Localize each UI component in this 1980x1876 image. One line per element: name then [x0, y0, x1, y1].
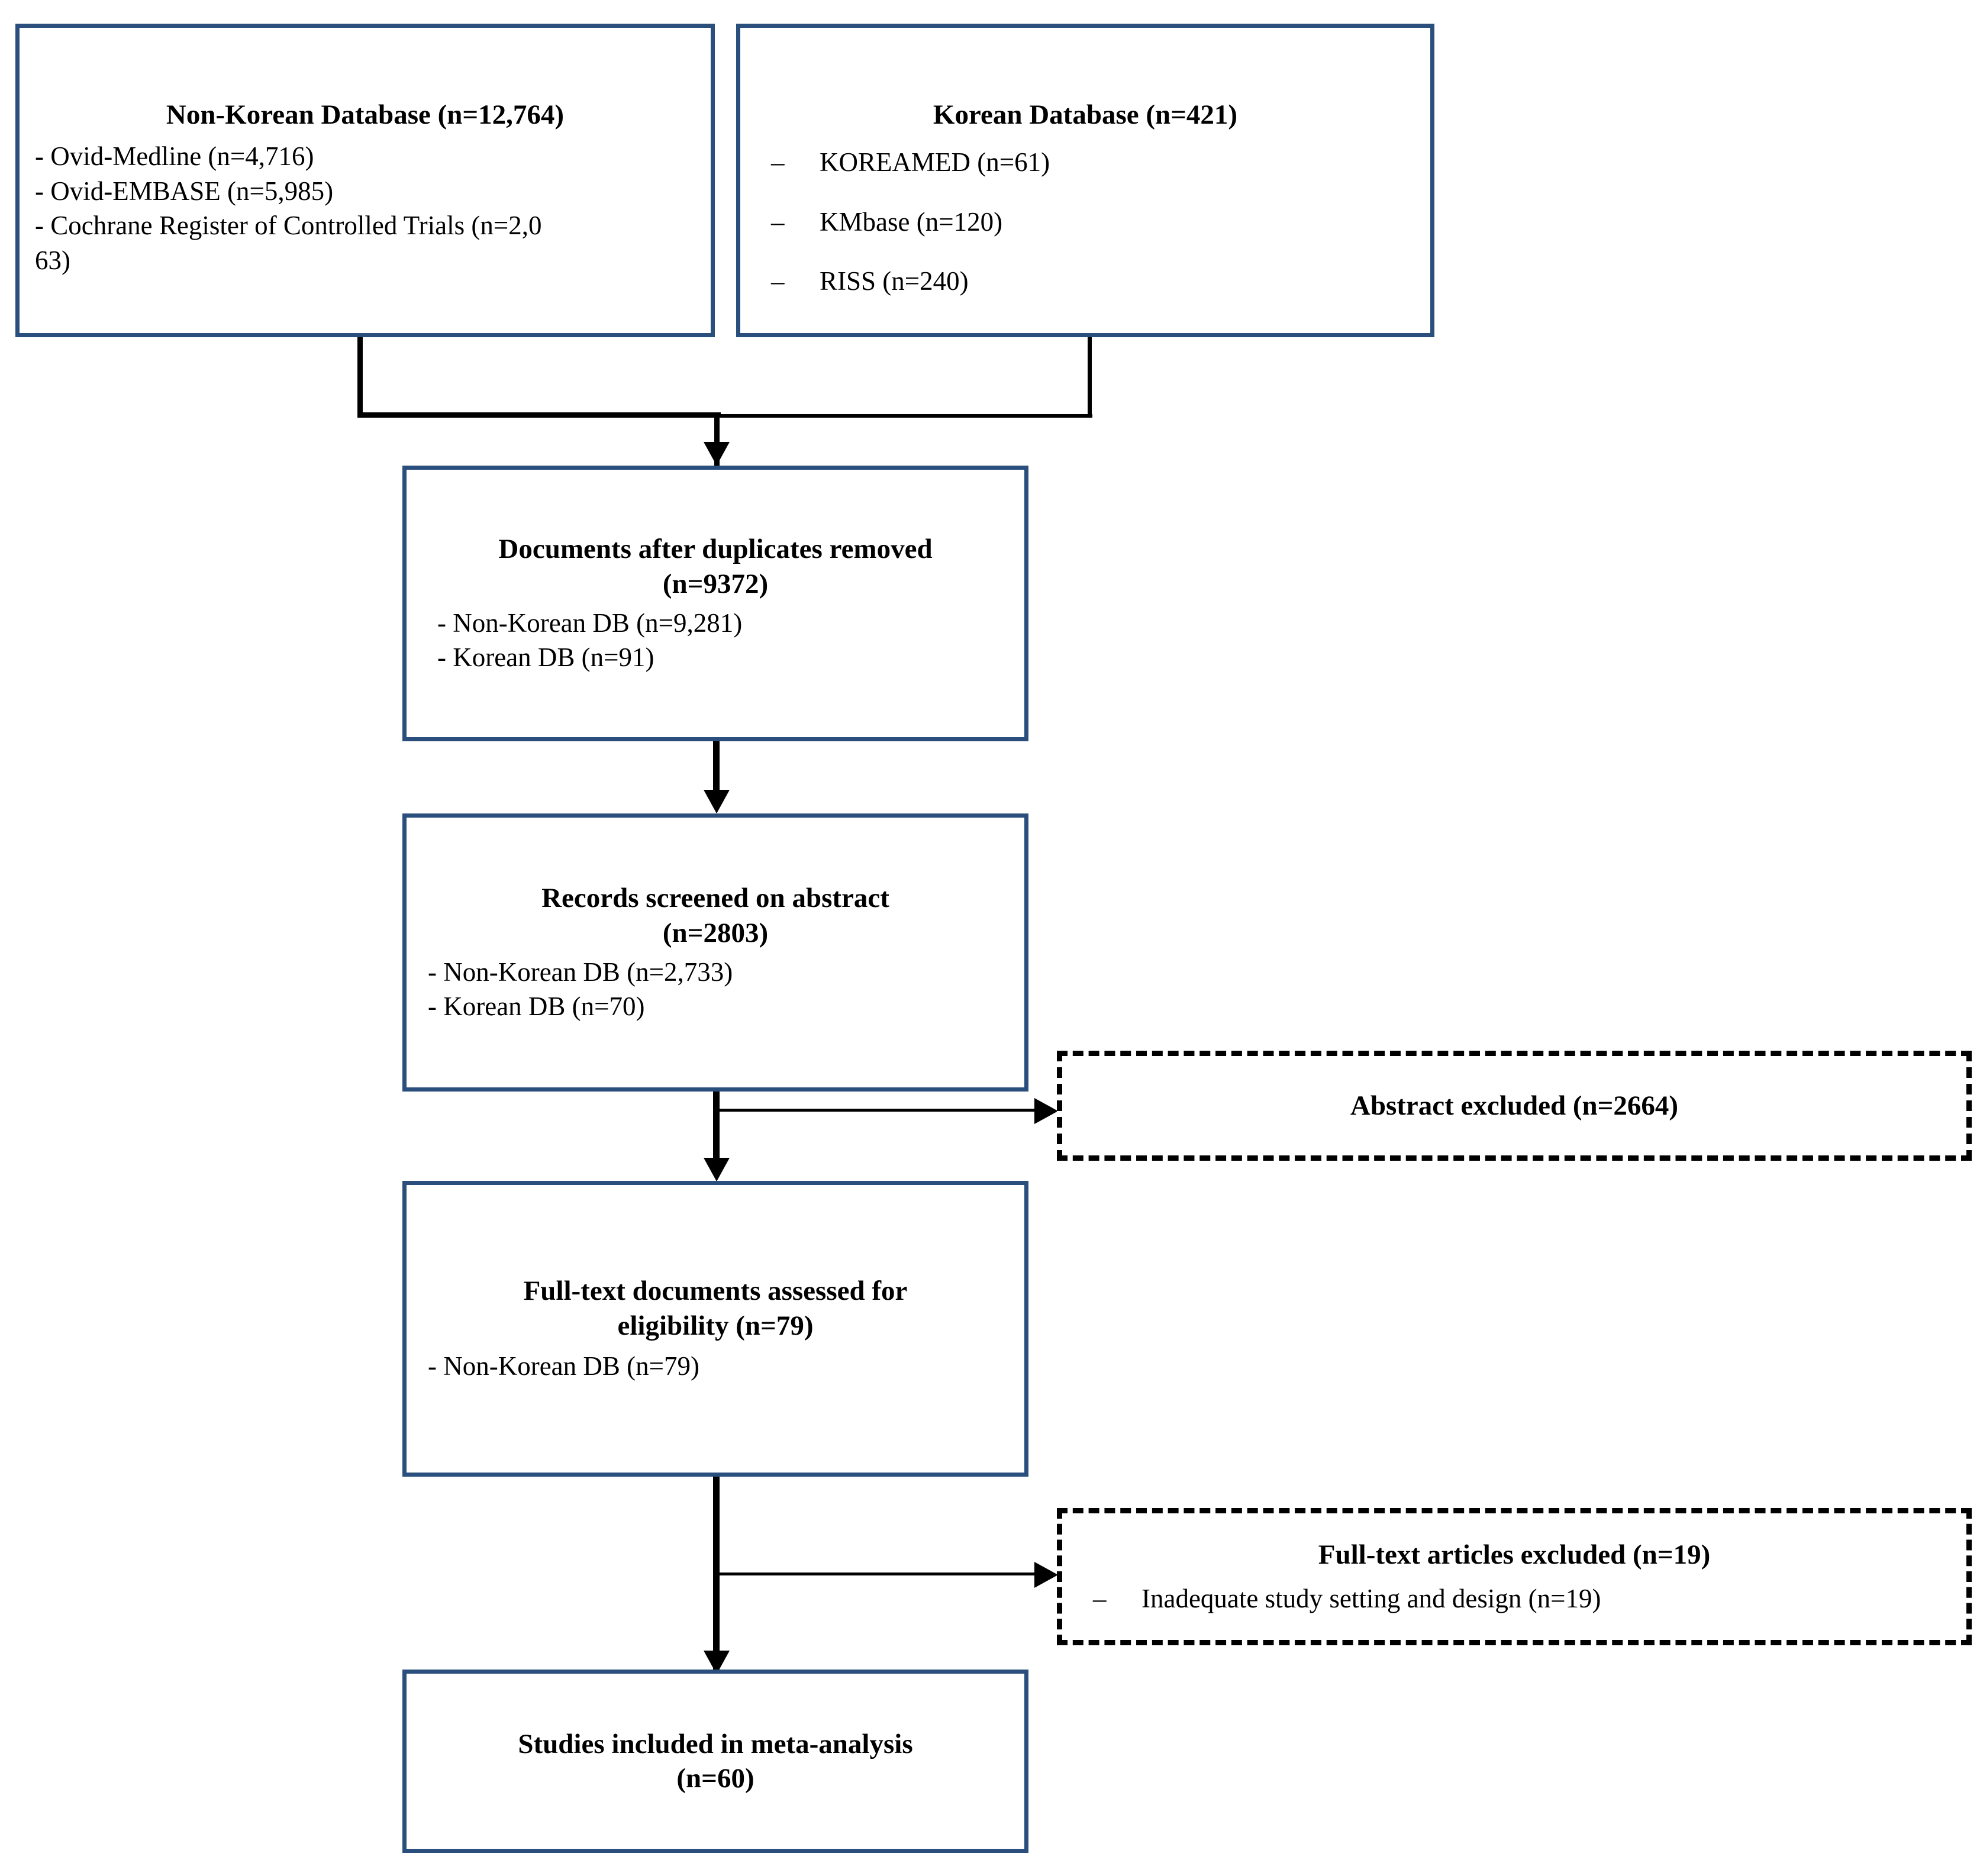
korean-db-title: Korean Database (n=421) — [933, 99, 1238, 130]
connector-merge-bar-right — [717, 414, 1092, 418]
duplicates-lines: - Non-Korean DB (n=9,281) - Korean DB (n… — [407, 606, 1024, 675]
box-documents-after-duplicates-removed: Documents after duplicates removed (n=93… — [402, 466, 1028, 741]
box-non-korean-database: Non-Korean Database (n=12,764) - Ovid-Me… — [15, 24, 715, 337]
korean-db-list: – KOREAMED (n=61) – KMbase (n=120) – RIS… — [740, 145, 1430, 299]
list-item: - Korean DB (n=70) — [428, 992, 645, 1022]
list-item: – KMbase (n=120) — [756, 205, 1415, 240]
box-studies-included-meta-analysis: Studies included in meta-analysis (n=60) — [402, 1670, 1028, 1853]
dash-bullet-icon: – — [771, 206, 785, 237]
list-item: - Cochrane Register of Controlled Trials… — [35, 211, 542, 241]
fulltext-lines: - Non-Korean DB (n=79) — [407, 1349, 1024, 1384]
abstract-excluded-title: Abstract excluded (n=2664) — [1350, 1090, 1679, 1121]
screened-title-line1: Records screened on abstract — [541, 883, 889, 914]
list-item: - Non-Korean DB (n=79) — [428, 1351, 700, 1381]
connector-branch-abstract-excluded — [716, 1109, 1039, 1112]
screened-title-line2: (n=2803) — [662, 917, 769, 948]
connector-merge-drop — [714, 412, 720, 466]
list-item-label: KMbase (n=120) — [820, 206, 1003, 237]
list-item-label: RISS (n=240) — [820, 266, 969, 296]
arrow-into-screened-box — [704, 790, 730, 813]
arrow-into-fulltext-box — [704, 1158, 730, 1181]
connector-right-stem — [1088, 337, 1092, 418]
list-item: - Ovid-EMBASE (n=5,985) — [35, 176, 334, 206]
connector-duplicates-to-screened — [713, 741, 720, 806]
arrow-into-abstract-excluded-box — [1034, 1098, 1058, 1124]
connector-merge-bar — [357, 412, 721, 418]
box-fulltext-articles-excluded: Full-text articles excluded (n=19) – Ina… — [1057, 1508, 1972, 1645]
non-korean-db-lines: - Ovid-Medline (n=4,716) - Ovid-EMBASE (… — [20, 139, 711, 277]
screened-lines: - Non-Korean DB (n=2,733) - Korean DB (n… — [407, 955, 1024, 1024]
arrow-into-duplicates-box — [704, 442, 730, 466]
list-item: - Korean DB (n=91) — [437, 642, 654, 673]
dash-bullet-icon: – — [771, 266, 785, 296]
list-item: - Ovid-Medline (n=4,716) — [35, 141, 314, 172]
fulltext-excluded-list: – Inadequate study setting and design (n… — [1062, 1581, 1966, 1616]
non-korean-db-title: Non-Korean Database (n=12,764) — [166, 99, 565, 130]
dash-bullet-icon: – — [1093, 1583, 1107, 1613]
duplicates-title-line1: Documents after duplicates removed — [498, 534, 933, 565]
box-records-screened-on-abstract: Records screened on abstract (n=2803) - … — [402, 813, 1028, 1092]
list-item: 63) — [35, 245, 70, 275]
box-fulltext-documents-assessed: Full-text documents assessed for eligibi… — [402, 1181, 1028, 1477]
list-item: - Non-Korean DB (n=2,733) — [428, 957, 733, 987]
box-korean-database: Korean Database (n=421) – KOREAMED (n=61… — [736, 24, 1434, 337]
dash-bullet-icon: – — [771, 147, 785, 177]
box-abstract-excluded: Abstract excluded (n=2664) — [1057, 1051, 1972, 1161]
connector-left-stem — [357, 337, 363, 415]
included-title-line2: (n=60) — [676, 1763, 754, 1794]
list-item: – RISS (n=240) — [756, 264, 1415, 299]
connector-screened-to-fulltext — [713, 1092, 720, 1174]
list-item: – Inadequate study setting and design (n… — [1078, 1581, 1951, 1616]
list-item: - Non-Korean DB (n=9,281) — [437, 608, 743, 638]
connector-branch-fulltext-excluded — [716, 1573, 1039, 1575]
fulltext-excluded-title: Full-text articles excluded (n=19) — [1318, 1539, 1711, 1570]
fulltext-title-line2: eligibility (n=79) — [617, 1310, 814, 1341]
included-title-line1: Studies included in meta-analysis — [518, 1728, 913, 1759]
fulltext-title-line1: Full-text documents assessed for — [523, 1276, 908, 1307]
list-item-label: Inadequate study setting and design (n=1… — [1141, 1583, 1601, 1613]
list-item-label: KOREAMED (n=61) — [820, 147, 1050, 177]
duplicates-title-line2: (n=9372) — [662, 568, 769, 599]
arrow-into-fulltext-excluded-box — [1034, 1562, 1058, 1588]
list-item: – KOREAMED (n=61) — [756, 145, 1415, 180]
